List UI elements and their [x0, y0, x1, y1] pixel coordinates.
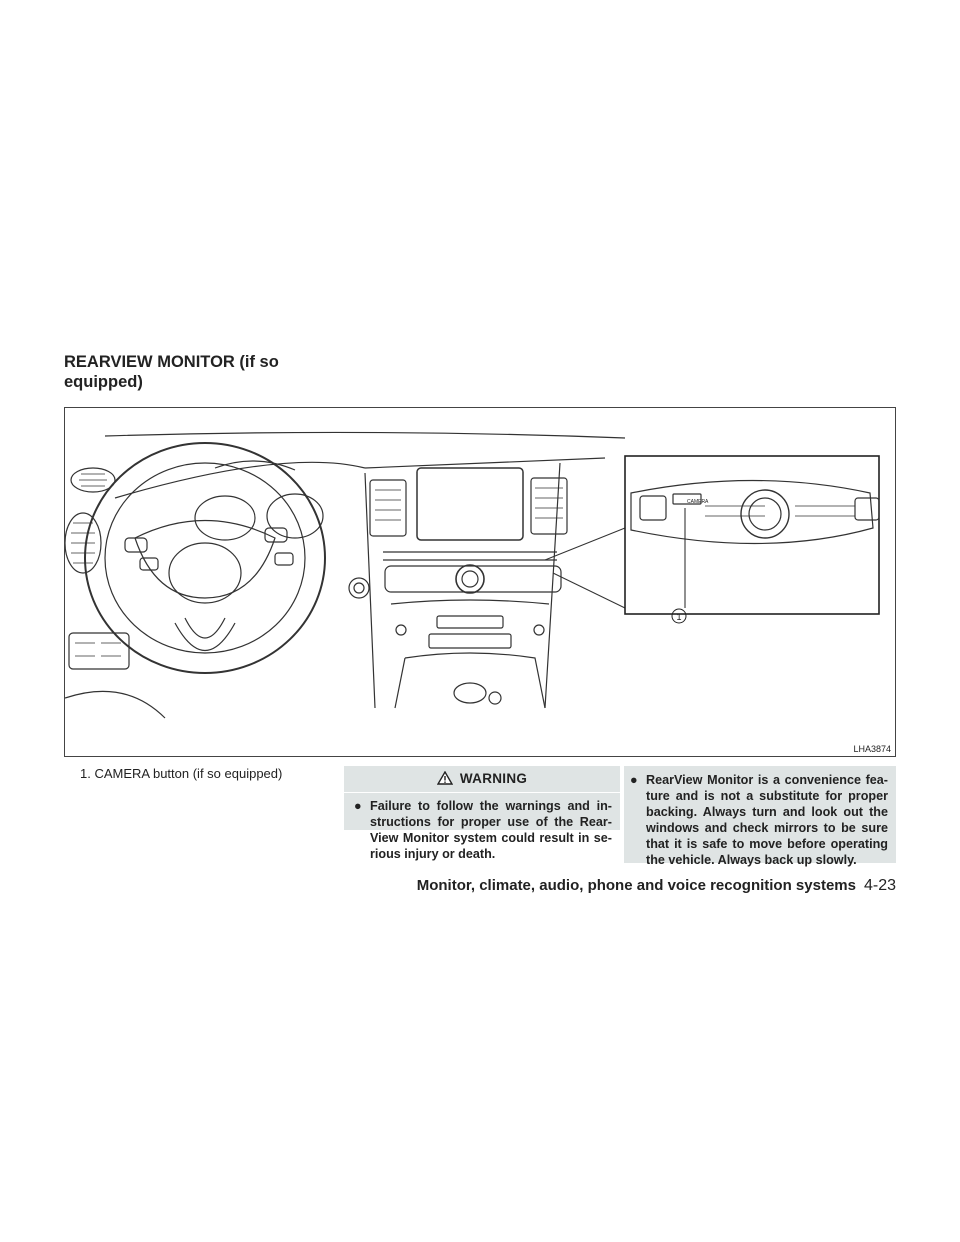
- warning-triangle-icon: [436, 770, 453, 788]
- dashboard-illustration: 1 CAMERA LHA3874: [64, 407, 896, 757]
- camera-button-label: CAMERA: [687, 499, 709, 505]
- callout-number: 1: [676, 612, 681, 622]
- warning-item: ● Failure to follow the warnings and in-…: [354, 798, 612, 862]
- bullet-icon: ●: [630, 773, 638, 787]
- warning-box-continued: ● RearView Monitor is a convenience fea-…: [624, 766, 896, 867]
- figure-code: LHA3874: [853, 744, 891, 754]
- warning-item-text: RearView Monitor is a convenience fea-tu…: [646, 773, 888, 867]
- bullet-icon: ●: [354, 799, 362, 813]
- warning-box: WARNING ● Failure to follow the warnings…: [344, 766, 620, 861]
- section-title: REARVIEW MONITOR (if so equipped): [64, 352, 324, 392]
- section-title-line2: equipped): [64, 373, 143, 391]
- warning-item-text: Failure to follow the warnings and in-st…: [370, 799, 612, 861]
- page-number: 4-23: [863, 877, 896, 894]
- figure-caption: 1. CAMERA button (if so equipped): [80, 766, 283, 781]
- page-footer: Monitor, climate, audio, phone and voice…: [417, 877, 896, 895]
- warning-heading-text: WARNING: [459, 771, 528, 786]
- warning-item: ● RearView Monitor is a convenience fea-…: [630, 772, 888, 868]
- section-title-line1: REARVIEW MONITOR (if so: [64, 353, 279, 371]
- warning-heading: WARNING: [344, 770, 620, 793]
- footer-chapter: Monitor, climate, audio, phone and voice…: [416, 877, 856, 894]
